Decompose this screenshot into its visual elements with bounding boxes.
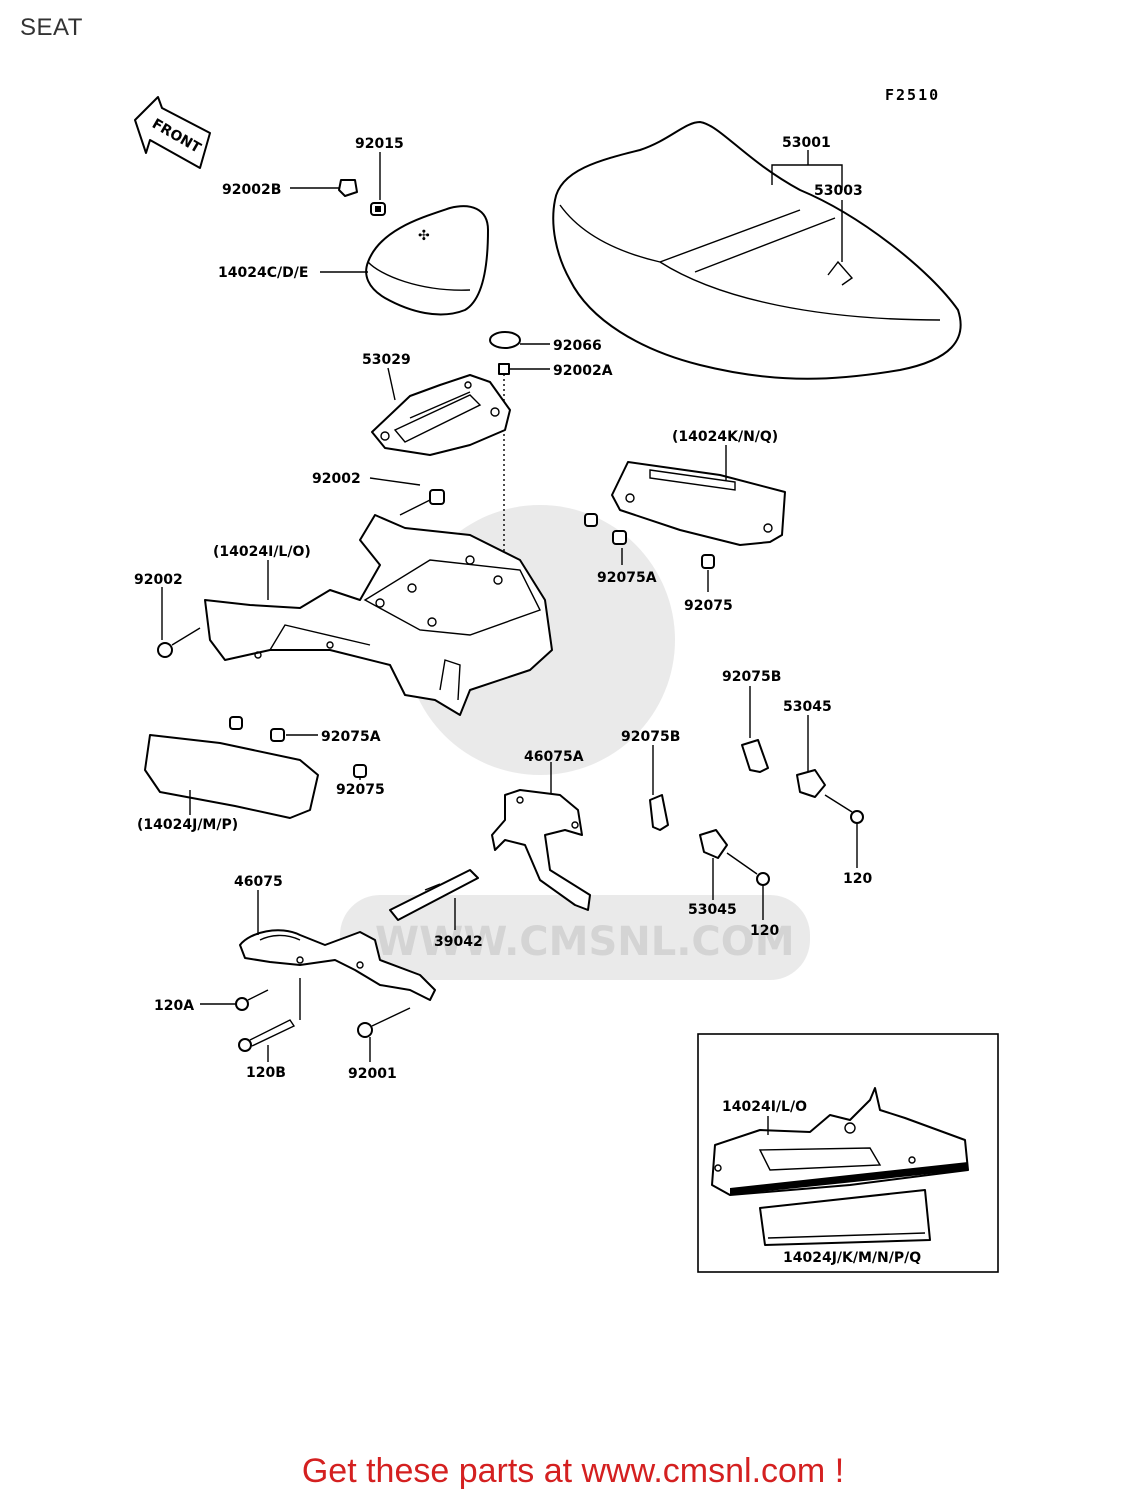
damper-92075b-mid bbox=[649, 794, 669, 831]
label-92015: 92015 bbox=[355, 136, 404, 152]
label-14024ilo: (14024I/L/O) bbox=[213, 544, 311, 560]
label-inset-14024jkmnpq: 14024J/K/M/N/P/Q bbox=[783, 1250, 921, 1266]
label-53003: 53003 bbox=[814, 183, 863, 199]
label-53045-mid: 53045 bbox=[688, 902, 737, 918]
nut-92075-a1 bbox=[584, 513, 598, 527]
page-title: SEAT bbox=[20, 14, 83, 41]
pillion-seat-14024cde: ✣ bbox=[365, 205, 489, 316]
main-seat-53001 bbox=[552, 121, 962, 380]
label-92075b-mid: 92075B bbox=[621, 729, 680, 745]
label-46075a: 46075A bbox=[524, 749, 584, 765]
cover-14024jmp bbox=[144, 734, 319, 819]
bolt-120b bbox=[238, 1019, 296, 1052]
bolt-92001 bbox=[357, 1007, 411, 1038]
rear-frame-14024ilo bbox=[204, 514, 553, 716]
lock-53045-mid bbox=[699, 829, 728, 859]
label-92002b: 92002B bbox=[222, 182, 281, 198]
lock-53045-top bbox=[796, 769, 826, 798]
part-labels: 53001 53003 92015 92002B 14024C/D/E 9206… bbox=[134, 135, 921, 1266]
nut-92075-left-a bbox=[229, 716, 243, 730]
front-arrow-icon: FRONT bbox=[134, 96, 211, 169]
cap-92066 bbox=[489, 331, 521, 349]
label-inset-14024ilo: 14024I/L/O bbox=[722, 1099, 807, 1115]
label-53001: 53001 bbox=[782, 135, 831, 151]
nut-92075-left bbox=[353, 764, 367, 778]
inset-detail bbox=[697, 1033, 999, 1273]
rod-39042 bbox=[389, 869, 479, 921]
label-92002-upper: 92002 bbox=[312, 471, 361, 487]
hinge-46075a bbox=[491, 789, 591, 911]
label-120b: 120B bbox=[246, 1065, 286, 1081]
leader-lines bbox=[161, 150, 858, 1062]
carrier-53029 bbox=[371, 374, 511, 456]
label-14024cde: 14024C/D/E bbox=[218, 265, 308, 281]
nut-92075a-right bbox=[612, 530, 627, 545]
svg-text:✣: ✣ bbox=[418, 228, 430, 244]
nut-92075a-left bbox=[270, 728, 285, 742]
label-92075-left: 92075 bbox=[336, 782, 385, 798]
label-120a: 120A bbox=[154, 998, 194, 1014]
label-53045-top: 53045 bbox=[783, 699, 832, 715]
bolt-120a bbox=[235, 989, 269, 1011]
label-92075a-left: 92075A bbox=[321, 729, 381, 745]
screw-120-right bbox=[824, 794, 864, 824]
bolt-92002-left bbox=[157, 627, 201, 658]
damper-92075b-top bbox=[741, 739, 769, 773]
watermark-text: WWW.CMSNL.COM bbox=[375, 919, 795, 965]
nut-92075-right bbox=[701, 554, 715, 569]
label-92002a: 92002A bbox=[553, 363, 613, 379]
bolt-92002a bbox=[498, 363, 510, 568]
label-92075b-top: 92075B bbox=[722, 669, 781, 685]
label-92001: 92001 bbox=[348, 1066, 397, 1082]
label-53029: 53029 bbox=[362, 352, 411, 368]
label-92075a-right: 92075A bbox=[597, 570, 657, 586]
label-120-right: 120 bbox=[843, 871, 872, 887]
bolt-92002-upper bbox=[399, 489, 445, 516]
label-92066: 92066 bbox=[553, 338, 602, 354]
label-46075: 46075 bbox=[234, 874, 283, 890]
label-120-mid: 120 bbox=[750, 923, 779, 939]
label-92075-right: 92075 bbox=[684, 598, 733, 614]
footer-link[interactable]: Get these parts at www.cmsnl.com ! bbox=[301, 1452, 845, 1490]
label-92002-left: 92002 bbox=[134, 572, 183, 588]
cover-14024knq bbox=[611, 461, 786, 546]
label-14024jmp: (14024J/M/P) bbox=[137, 817, 238, 833]
bolt-92002b bbox=[338, 179, 358, 197]
fastener-92015 bbox=[370, 202, 386, 216]
screw-120-mid bbox=[726, 852, 770, 886]
label-39042: 39042 bbox=[434, 934, 483, 950]
figure-code: F2510 bbox=[885, 86, 940, 104]
label-14024knq: (14024K/N/Q) bbox=[672, 429, 778, 445]
